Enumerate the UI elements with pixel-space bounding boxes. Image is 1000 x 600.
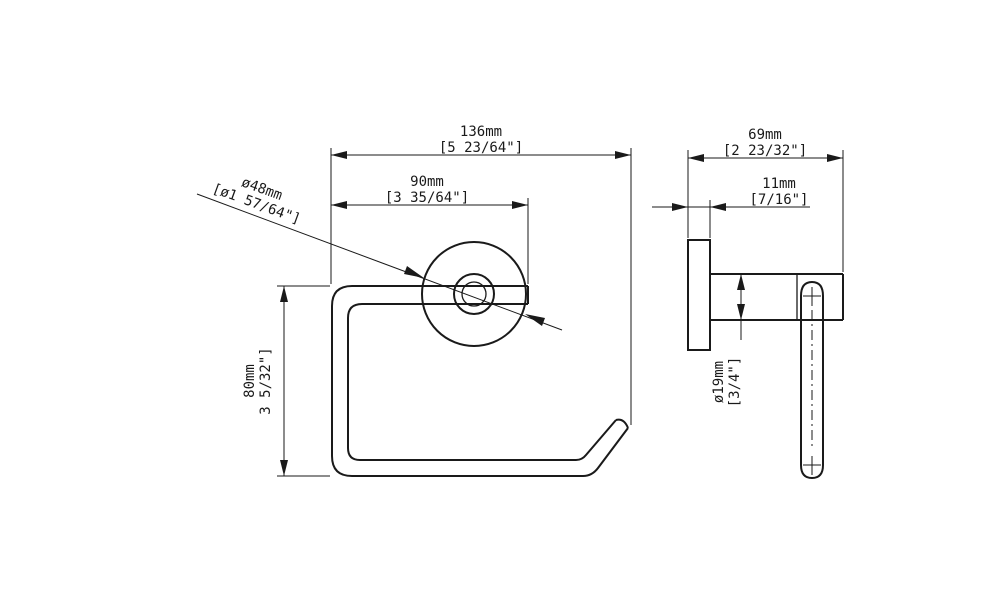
leader-line: [196, 193, 563, 331]
mount-hole-outer: [453, 273, 495, 315]
arrow-right: [710, 203, 726, 211]
front-view: [331, 241, 629, 477]
dim-overall-width-imperial: [5 23/64"]: [439, 140, 523, 156]
arrow-outer: [404, 266, 424, 278]
side-view: [687, 239, 844, 480]
arrow-left: [331, 201, 347, 209]
arrow-right: [512, 201, 528, 209]
arrow-top: [280, 286, 288, 302]
dim-overall-width-metric: 136mm: [460, 124, 502, 140]
arrow-left: [688, 154, 704, 162]
holder-arm-outer: [331, 285, 629, 477]
arrow-left: [672, 203, 688, 211]
dim-flange-diameter: ø48mm [ø1 57/64"]: [196, 174, 563, 331]
arrow-right: [827, 154, 843, 162]
mount-hole-inner: [461, 281, 487, 307]
dim-overall-width: 136mm [5 23/64"]: [330, 124, 632, 425]
dim-flange-thickness-metric: 11mm: [762, 176, 796, 192]
flange-profile: [687, 239, 711, 351]
dim-height-metric: 80mm: [242, 364, 258, 398]
vertical-arm-outline: [800, 280, 824, 480]
dim-height: 80mm 3 5/32"]: [242, 285, 330, 477]
holder-arm-inner: [347, 303, 617, 461]
arrow-top: [737, 274, 745, 290]
dim-projection-metric: 69mm: [748, 127, 782, 143]
flange-outline: [421, 241, 527, 347]
dim-arm-diameter: ø19mm [3/4"]: [711, 274, 745, 407]
dim-flange-thickness: 11mm [7/16"]: [652, 176, 810, 238]
arrow-inner: [525, 314, 545, 326]
arrow-bottom: [737, 304, 745, 320]
arrow-bottom: [280, 460, 288, 476]
dim-center-distance-metric: 90mm: [410, 174, 444, 190]
dim-projection-imperial: [2 23/32"]: [723, 143, 807, 159]
dim-height-imperial: 3 5/32"]: [258, 347, 274, 414]
arrow-left: [331, 151, 347, 159]
dim-arm-diameter-imperial: [3/4"]: [727, 357, 743, 408]
dim-center-distance: 90mm [3 35/64"]: [331, 174, 529, 284]
dim-flange-thickness-imperial: [7/16"]: [749, 192, 808, 208]
holder-arm-tip: [615, 418, 629, 429]
dim-center-distance-imperial: [3 35/64"]: [385, 190, 469, 206]
arrow-right: [615, 151, 631, 159]
dim-projection: 69mm [2 23/32"]: [687, 127, 844, 272]
dim-arm-diameter-metric: ø19mm: [711, 361, 727, 403]
